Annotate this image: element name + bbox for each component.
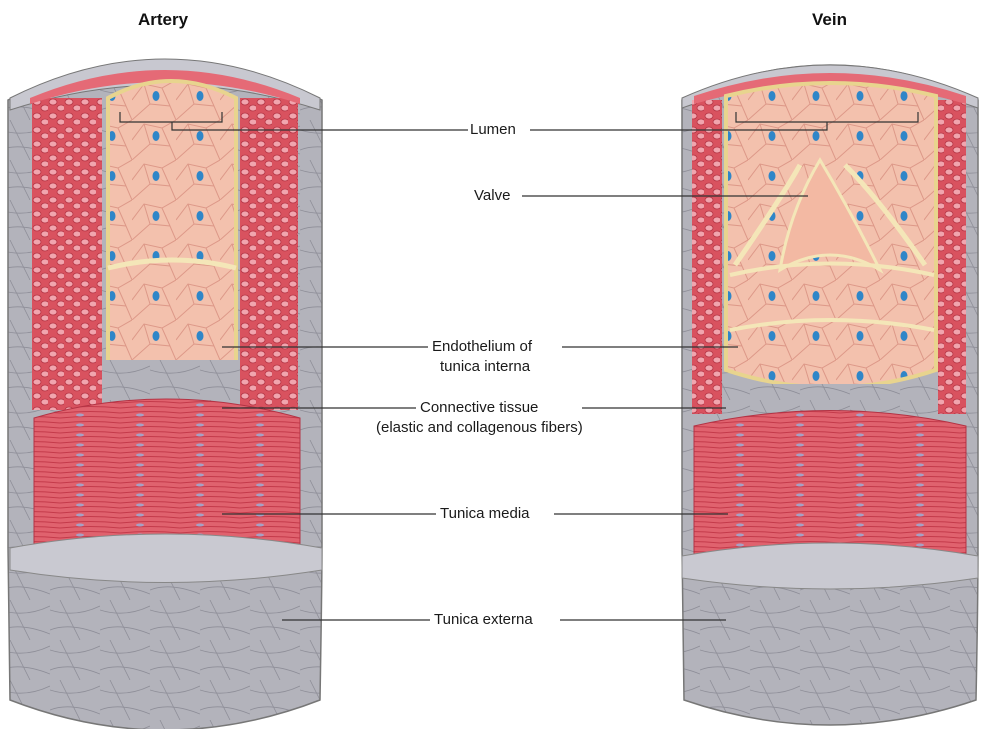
artery-media-side-right [240, 98, 298, 410]
artery-externa-lower-rim [10, 534, 322, 583]
vein-title: Vein [812, 10, 847, 30]
label-connective-line2: (elastic and collagenous fibers) [374, 418, 585, 437]
artery-illustration [8, 59, 322, 729]
label-connective-line1: Connective tissue [418, 398, 540, 417]
artery-media-side-left [32, 98, 102, 410]
label-valve: Valve [472, 186, 512, 205]
label-endothelium-line2: tunica interna [438, 357, 532, 376]
vein-externa-lower-rim [682, 543, 978, 589]
label-endothelium-line1: Endothelium of [430, 337, 534, 356]
label-tunica-media: Tunica media [438, 504, 532, 523]
label-lumen: Lumen [468, 120, 518, 139]
artery-title: Artery [138, 10, 188, 30]
label-tunica-externa: Tunica externa [432, 610, 535, 629]
vein-media-side-left [692, 100, 722, 414]
vein-media-side-right [938, 100, 966, 414]
vein-illustration [682, 65, 978, 725]
